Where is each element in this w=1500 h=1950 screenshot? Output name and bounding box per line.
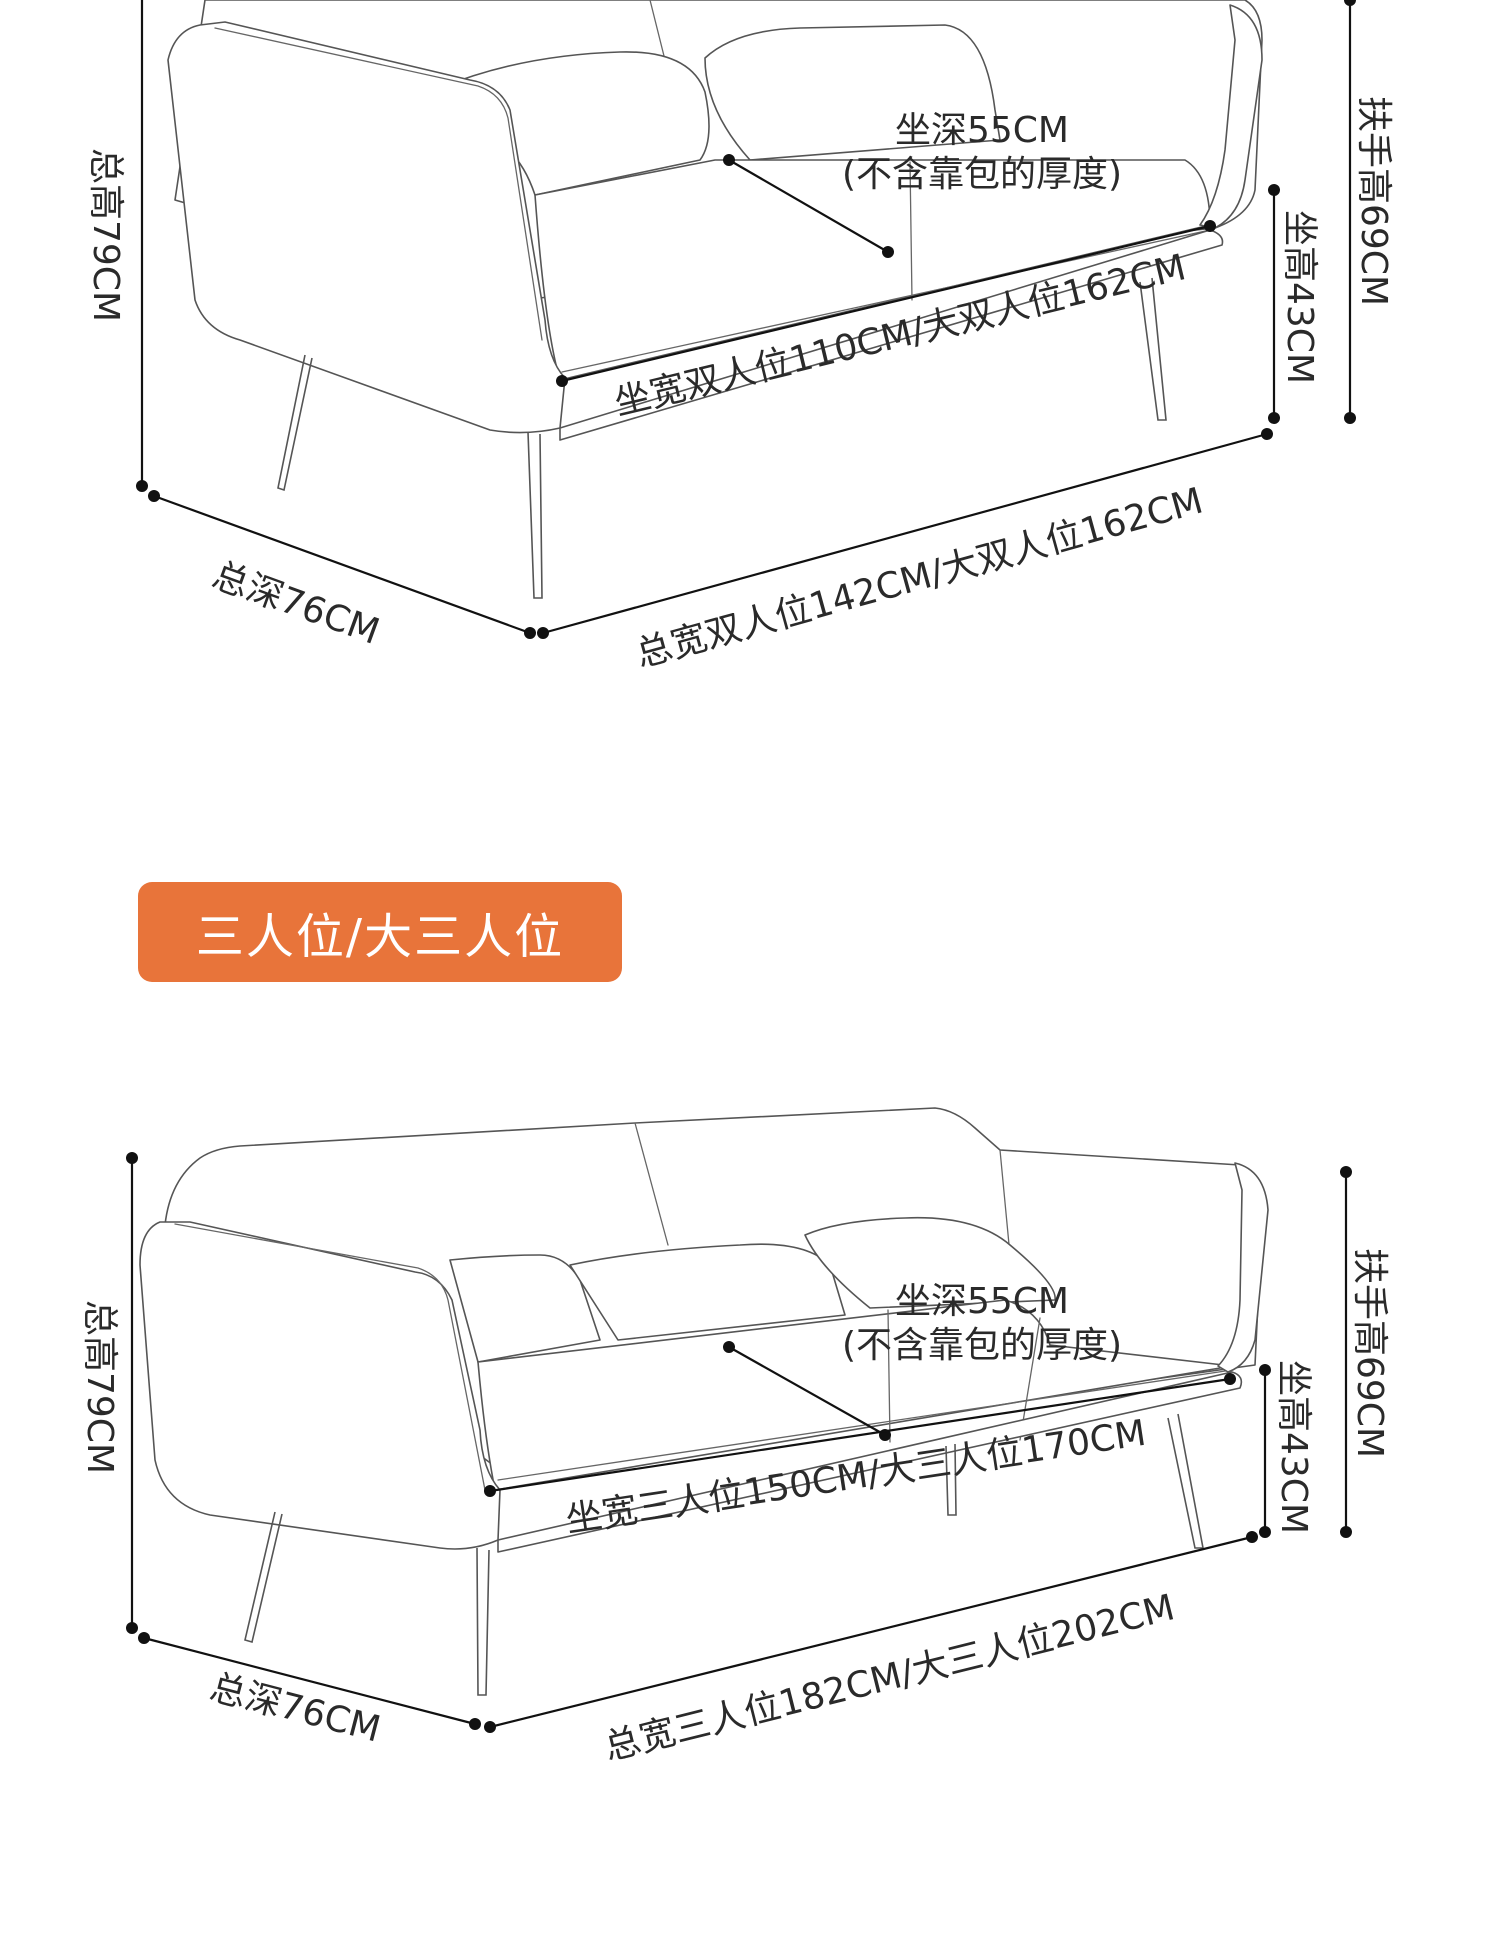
loveseat-back-cushion-left (439, 51, 710, 196)
seat-depth-line (728, 159, 889, 253)
three-seater-back-cushion (804, 1216, 1056, 1309)
loveseat-drawing: 坐深55CM (不含靠包的厚度) 坐宽双人位110CM/大双人位162CM 总高… (85, 0, 1394, 676)
three-seater-right-arm (1217, 1162, 1269, 1373)
seat-depth-label: 坐深55CM (895, 110, 1069, 151)
three-seater-left-arm (139, 1221, 501, 1550)
three-seater-leg (244, 1511, 283, 1643)
seat-height-label: 坐高43CM (1273, 1360, 1314, 1534)
three-seater-drawing: 坐深55CM (不含靠包的厚度) 坐宽三人位150CM/大三人位170CM 总高… (79, 1107, 1390, 1769)
seat-width-line (489, 1377, 1231, 1493)
three-seater-leg (476, 1547, 490, 1696)
total-width-line (489, 1535, 1253, 1729)
seat-depth-note: (不含靠包的厚度) (842, 154, 1122, 195)
total-width-label: 总宽双人位142CM/大双人位162CM (632, 481, 1208, 676)
seat-height-label: 坐高43CM (1279, 210, 1320, 384)
seat-depth-line (728, 1346, 886, 1436)
total-width-line (542, 432, 1268, 635)
seat-depth-note: (不含靠包的厚度) (842, 1325, 1122, 1366)
total-depth-line (153, 494, 531, 635)
armrest-height-label: 扶手高69CM (1353, 96, 1394, 306)
loveseat-right-arm (1199, 4, 1263, 229)
total-height-label: 总高79CM (79, 1300, 120, 1474)
loveseat-left-arm (167, 21, 566, 434)
loveseat-back-cushion-right (704, 24, 1001, 161)
total-depth-label: 总深76CM (206, 1667, 385, 1751)
total-height-label: 总高79CM (85, 148, 126, 322)
section-badge-label: 三人位/大三人位 (195, 909, 565, 965)
three-seater-leg (945, 1443, 957, 1516)
seat-depth-label: 坐深55CM (895, 1281, 1069, 1322)
section-badge: 三人位/大三人位 (138, 882, 622, 982)
seat-width-line (561, 224, 1211, 383)
loveseat-leg (277, 354, 313, 492)
armrest-height-label: 扶手高69CM (1349, 1248, 1390, 1458)
three-seater-leg (1167, 1413, 1204, 1549)
total-depth-line (143, 1636, 476, 1726)
loveseat-leg (1139, 277, 1167, 421)
loveseat-leg (527, 431, 543, 599)
three-seater-base (497, 1371, 1243, 1553)
